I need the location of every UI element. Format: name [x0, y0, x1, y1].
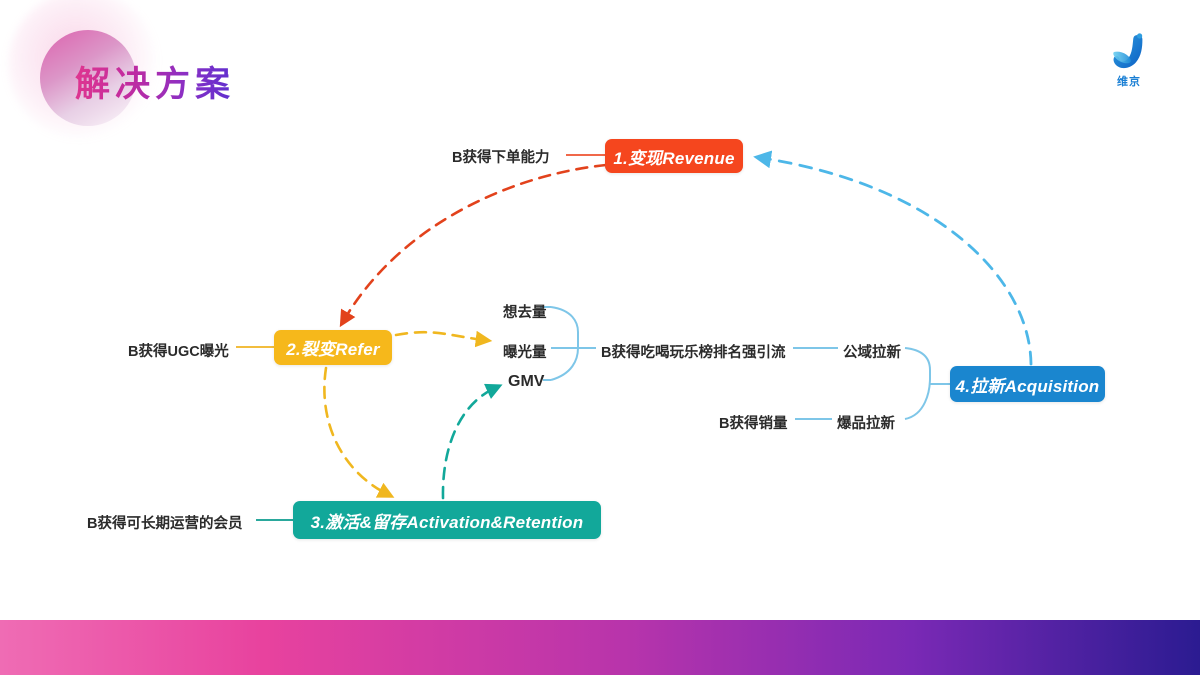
label-rank-traffic: B获得吃喝玩乐榜排名强引流: [601, 345, 786, 361]
label-exposure-volume: 曝光量: [503, 345, 547, 361]
label-gmv: GMV: [508, 373, 545, 390]
label-hot-product-acquisition: 爆品拉新: [837, 416, 895, 432]
viking-bird-logo-icon: [1113, 33, 1143, 69]
flow-refer-to-exposure: [394, 330, 493, 348]
label-sales-volume: B获得销量: [719, 416, 788, 432]
brace-acquisition-group: [904, 347, 931, 420]
node-activation[interactable]: 3.激活&留存Activation&Retention: [293, 501, 601, 539]
label-long-term-member: B获得可长期运营的会员: [87, 516, 243, 532]
logo-label: 维京: [1117, 76, 1141, 88]
page-title: 解决方案: [75, 56, 235, 107]
flow-activation-to-gmv: [441, 383, 503, 500]
flow-revenue-to-refer: [339, 163, 608, 328]
label-ugc-exposure: B获得UGC曝光: [128, 344, 229, 360]
footer-gradient-bar: [0, 620, 1200, 675]
decorative-blob-circle: [40, 30, 136, 126]
label-want-to-go: 想去量: [503, 305, 547, 321]
flow-refer-to-activation: [323, 366, 395, 498]
label-public-acquisition: 公域拉新: [843, 345, 901, 361]
brand-logo: 维京: [1100, 32, 1158, 94]
brace-metrics-group: [550, 306, 579, 381]
label-order-capability: B获得下单能力: [452, 150, 550, 166]
node-refer[interactable]: 2.裂变Refer: [274, 330, 392, 365]
node-acquisition[interactable]: 4.拉新Acquisition: [950, 366, 1105, 402]
flow-acquisition-to-revenue: [753, 150, 1033, 366]
node-revenue[interactable]: 1.变现Revenue: [605, 139, 743, 173]
